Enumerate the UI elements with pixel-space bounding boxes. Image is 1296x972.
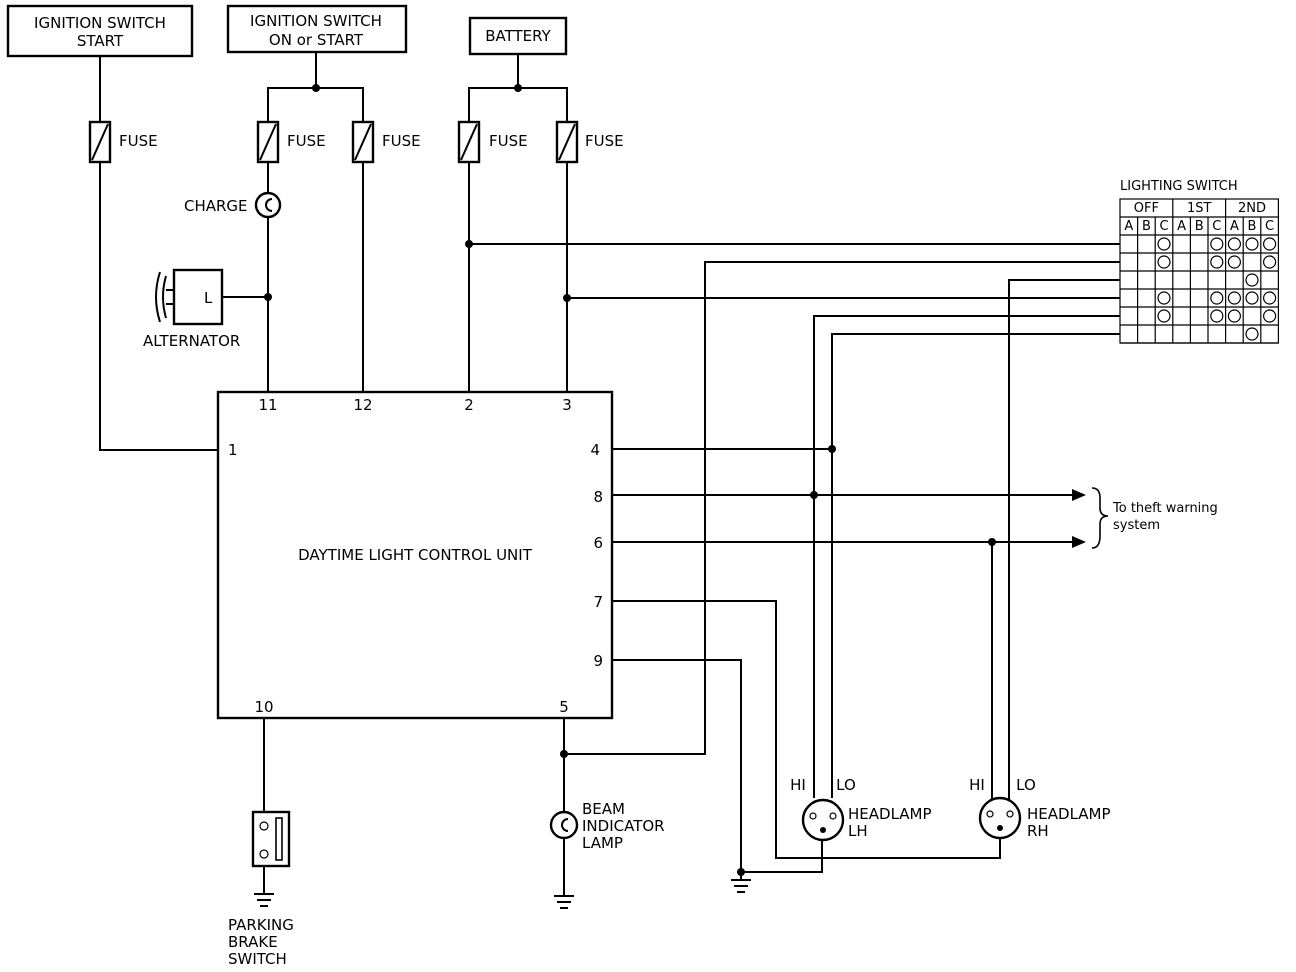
lighting-switch-contact — [1245, 291, 1259, 305]
upper-wiring — [99, 52, 568, 451]
right-wiring: To theft warning system — [465, 240, 1218, 893]
ignition-switch-start-box: IGNITION SWITCH START — [6, 4, 194, 58]
lighting-switch-contact — [1157, 309, 1171, 323]
headlamp-lh: HI LO HEADLAMP LH — [790, 776, 932, 842]
ignition-on-start-label-line2: ON or START — [269, 31, 364, 49]
pin-2: 2 — [464, 396, 474, 414]
beam-indicator-label-line3: LAMP — [582, 834, 623, 852]
beam-indicator-label-line2: INDICATOR — [582, 817, 665, 835]
lighting-switch-column-label: C — [1265, 219, 1274, 234]
headlamp-lh-label-line1: HEADLAMP — [848, 805, 932, 823]
alternator-label: ALTERNATOR — [143, 332, 240, 350]
lighting-switch-column-label: B — [1142, 219, 1151, 234]
pin-9: 9 — [593, 652, 603, 670]
pin-10: 10 — [254, 698, 273, 716]
lighting-switch-contact — [1262, 291, 1277, 305]
lighting-switch-column-label: B — [1195, 219, 1204, 234]
lighting-switch-column-label: C — [1212, 219, 1221, 234]
fuse-label: FUSE — [119, 132, 158, 150]
fuse-label: FUSE — [585, 132, 624, 150]
alternator-terminal-label: L — [204, 289, 213, 307]
pin-4: 4 — [590, 441, 600, 459]
lighting-switch-contact — [1227, 309, 1242, 323]
fuse-label: FUSE — [382, 132, 421, 150]
lighting-switch-contact — [1262, 237, 1277, 251]
theft-warning-label-line1: To theft warning — [1112, 501, 1218, 516]
headlamp-rh-label-line2: RH — [1027, 822, 1049, 840]
pin-12: 12 — [353, 396, 372, 414]
parking-brake-label-line1: PARKING — [228, 916, 294, 934]
theft-warning-label-line2: system — [1113, 518, 1160, 533]
lighting-switch-column-label: A — [1124, 219, 1133, 234]
fuse-ign-charge: FUSE — [256, 120, 326, 164]
fuse-label: FUSE — [489, 132, 528, 150]
ignition-start-label-line2: START — [77, 32, 124, 50]
headlamp-lh-lo-label: LO — [836, 776, 856, 794]
parking-brake-label-line3: SWITCH — [228, 950, 287, 968]
lighting-switch-contact — [1157, 237, 1171, 251]
ignition-switch-on-start-box: IGNITION SWITCH ON or START — [226, 4, 408, 54]
lighting-switch-contact — [1210, 309, 1224, 323]
pin-3: 3 — [562, 396, 572, 414]
lighting-switch-contact — [1245, 327, 1259, 341]
lighting-switch-contact — [1227, 255, 1242, 269]
lighting-switch-contact — [1245, 237, 1259, 251]
headlamp-lh-hi-label: HI — [790, 776, 806, 794]
lighting-switch-column-label: C — [1159, 219, 1168, 234]
lighting-switch-contact — [1245, 273, 1259, 287]
headlamp-lh-label-line2: LH — [848, 822, 868, 840]
parking-brake-label-line2: BRAKE — [228, 933, 278, 951]
lighting-switch-contact — [1210, 255, 1224, 269]
lighting-switch-contact — [1262, 255, 1277, 269]
lighting-switch-column-label: A — [1230, 219, 1239, 234]
charge-lamp: CHARGE — [184, 191, 282, 219]
fuse-battery-pin3: FUSE — [555, 120, 624, 164]
lighting-switch-column-label: B — [1248, 219, 1257, 234]
control-unit-label: DAYTIME LIGHT CONTROL UNIT — [298, 546, 533, 564]
fuse-label: FUSE — [287, 132, 326, 150]
pin-5: 5 — [559, 698, 569, 716]
beam-indicator-lamp: BEAM INDICATOR LAMP — [549, 718, 665, 909]
headlamp-rh-label-line1: HEADLAMP — [1027, 805, 1111, 823]
lighting-switch-contact — [1157, 291, 1171, 305]
lighting-switch-contact — [1227, 237, 1242, 251]
lighting-switch-position-2nd: 2ND — [1238, 201, 1266, 216]
battery-box: BATTERY — [468, 16, 568, 56]
lighting-switch-contact — [1262, 309, 1277, 323]
lighting-switch-position-1st: 1ST — [1187, 201, 1212, 216]
lighting-switch-contact — [1210, 291, 1224, 305]
alternator: L ALTERNATOR — [143, 268, 240, 350]
daytime-light-control-unit: DAYTIME LIGHT CONTROL UNIT 1 11 12 2 3 4… — [216, 390, 614, 720]
fuse-ign-start: FUSE — [88, 120, 158, 164]
lighting-switch-title: LIGHTING SWITCH — [1120, 179, 1238, 194]
lighting-switch-contact — [1227, 291, 1242, 305]
ignition-on-start-label-line1: IGNITION SWITCH — [250, 12, 382, 30]
headlamp-rh-lo-label: LO — [1016, 776, 1036, 794]
charge-label: CHARGE — [184, 197, 248, 215]
lighting-switch-contact — [1210, 237, 1224, 251]
fuse-ign-pin12: FUSE — [351, 120, 421, 164]
pin-11: 11 — [258, 396, 277, 414]
lighting-switch-position-off: OFF — [1134, 201, 1159, 216]
beam-indicator-label-line1: BEAM — [582, 800, 625, 818]
fuse-battery-pin2: FUSE — [457, 120, 528, 164]
lighting-switch-contact — [1157, 255, 1171, 269]
ignition-start-label-line1: IGNITION SWITCH — [34, 14, 166, 32]
lighting-switch-column-label: A — [1177, 219, 1186, 234]
headlamp-rh-hi-label: HI — [969, 776, 985, 794]
headlamp-rh: HI LO HEADLAMP RH — [969, 776, 1110, 840]
pin-7: 7 — [593, 593, 603, 611]
parking-brake-switch: PARKING BRAKE SWITCH — [228, 718, 294, 968]
pin-8: 8 — [593, 488, 603, 506]
pin-6: 6 — [593, 534, 603, 552]
battery-label: BATTERY — [485, 27, 551, 45]
pin-1: 1 — [228, 441, 238, 459]
